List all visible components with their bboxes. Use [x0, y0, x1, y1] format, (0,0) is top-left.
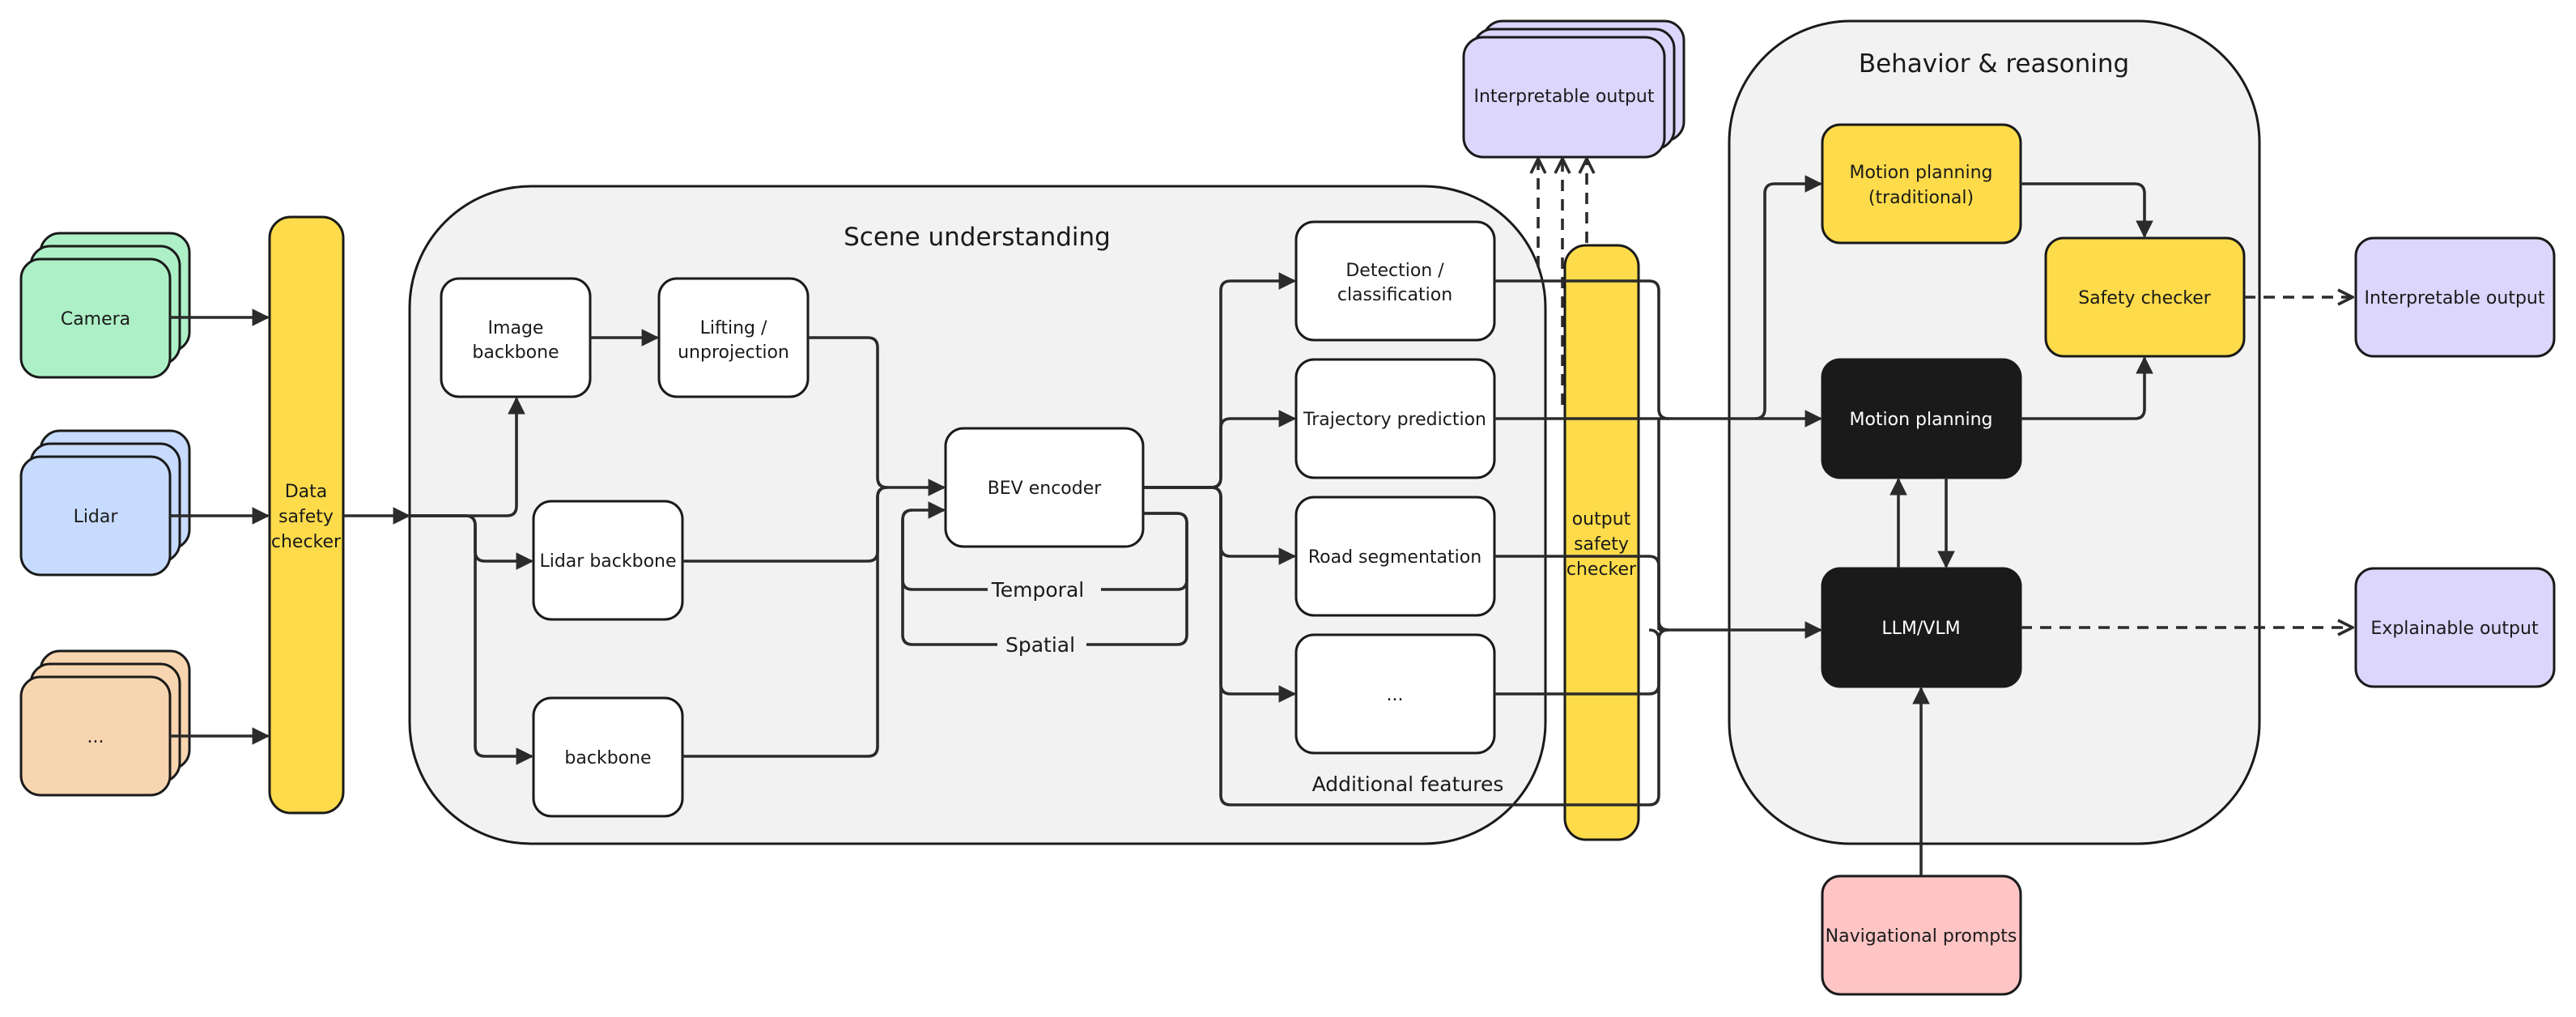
additional-features-line: [1219, 497, 1660, 806]
output-checker-line-1: output: [1572, 509, 1631, 530]
scene-understanding-title: Scene understanding: [844, 223, 1111, 252]
road-segmentation-node: Road segmentation: [1294, 496, 1496, 617]
spatial-loop: [901, 508, 1188, 646]
motion-planning-node: Motion planning: [1821, 358, 2022, 479]
data-checker-line-3: checker: [271, 532, 342, 552]
explainable-output-node: Explainable output: [2354, 567, 2556, 688]
other-sensor-label: ...: [87, 727, 104, 747]
motion-planning-traditional-node: Motion planning (traditional): [1821, 123, 2022, 245]
trajectory-label: Trajectory prediction: [1303, 410, 1486, 430]
spatial-label-bg: [997, 632, 1086, 657]
interpretable-output-right-node: Interpretable output: [2354, 236, 2556, 358]
image-backbone-line-1: Image: [488, 318, 544, 338]
additional-features-label: Additional features: [1312, 772, 1504, 796]
lifting-unprojection-node: Lifting / unprojection: [657, 277, 810, 398]
nav-prompts-label: Navigational prompts: [1826, 926, 2017, 947]
bus-to-motion-trad-arrow: [1754, 175, 1823, 420]
behavior-reasoning-title: Behavior & reasoning: [1859, 49, 2129, 79]
data-checker-line-1: Data: [285, 482, 328, 502]
safety-checker-node: Safety checker: [2044, 236, 2246, 358]
output-safety-checker: output safety checker: [1563, 244, 1640, 841]
bev-encoder-label: BEV encoder: [988, 479, 1103, 499]
backbone-node: backbone: [532, 696, 684, 818]
trunk-to-backbone-arrow: [409, 514, 534, 765]
navigational-prompts-node: Navigational prompts: [1821, 874, 2022, 996]
bev-encoder-node: BEV encoder: [944, 427, 1145, 548]
detection-node: Detection / classification: [1294, 220, 1496, 342]
motion-planning-to-safety-arrow: [2021, 355, 2153, 420]
llm-vlm-node: LLM/VLM: [1821, 567, 2022, 688]
road-seg-label: Road segmentation: [1308, 547, 1481, 568]
lidar-backbone-label: Lidar backbone: [539, 551, 676, 572]
output-checker-line-2: safety: [1574, 534, 1629, 555]
trajectory-prediction-node: Trajectory prediction: [1294, 358, 1496, 479]
more-tasks-node: ...: [1294, 633, 1496, 755]
backbone-label: backbone: [564, 748, 651, 768]
connectors: [170, 159, 2353, 876]
safety-checker-label: Safety checker: [2078, 288, 2212, 309]
data-checker-line-2: safety: [278, 507, 334, 527]
llm-vlm-label: LLM/VLM: [1881, 619, 1960, 639]
explainable-output-label: Explainable output: [2370, 619, 2539, 639]
interpretable-output-right-label: Interpretable output: [2365, 288, 2545, 309]
motion-trad-line-1: Motion planning: [1849, 163, 1992, 183]
motion-planning-label: Motion planning: [1849, 410, 1992, 430]
motion-trad-line-2: (traditional): [1868, 188, 1974, 208]
lidar-backbone-node: Lidar backbone: [532, 500, 684, 621]
backbone-to-bev-arrow: [682, 486, 888, 758]
detection-line-1: Detection /: [1345, 261, 1444, 281]
output-checker-line-3: checker: [1566, 560, 1637, 580]
lidar-sensor-stack: Lidar: [19, 429, 191, 577]
other-sensor-stack: ...: [19, 649, 191, 797]
lifting-line-1: Lifting /: [700, 318, 767, 338]
detection-line-2: classification: [1337, 285, 1452, 305]
more-tasks-label: ...: [1387, 685, 1404, 705]
image-backbone-node: Image backbone: [440, 277, 592, 398]
spatial-label: Spatial: [1005, 633, 1075, 657]
trunk-to-image-backbone-arrow: [409, 396, 525, 517]
lidar-label: Lidar: [74, 507, 119, 527]
camera-label: Camera: [61, 309, 130, 330]
motion-trad-to-safety-arrow: [2021, 182, 2153, 239]
temporal-label: Temporal: [991, 578, 1084, 602]
data-safety-checker: Data safety checker: [268, 215, 345, 815]
interpretable-output-stack-top: Interpretable output: [1462, 19, 1685, 159]
lifting-line-2: unprojection: [678, 343, 789, 363]
interpretable-output-top-label: Interpretable output: [1474, 87, 1655, 107]
image-backbone-line-2: backbone: [472, 343, 559, 363]
temporal-label-bg: [988, 577, 1101, 602]
camera-sensor-stack: Camera: [19, 232, 191, 379]
